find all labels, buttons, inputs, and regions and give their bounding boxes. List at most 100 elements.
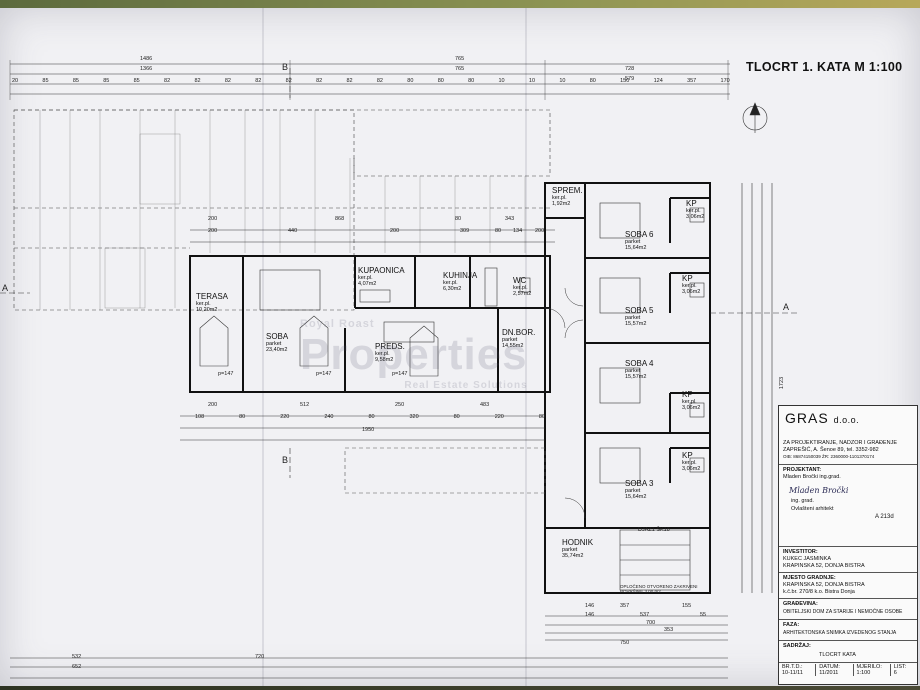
room-area: 3,06m2 (682, 405, 701, 411)
company-name: GRAS (785, 410, 829, 426)
title-block-footer: BR.T.D.: 10-11/11 DATUM: 11/2011 MJERILO… (779, 664, 917, 676)
dimension-label: 532 (72, 654, 82, 660)
room-floor: parket (266, 341, 282, 347)
dimension-label: 10 (498, 78, 505, 84)
dimension-label: 82 (316, 78, 323, 84)
room-floor: ker.pl. (686, 208, 701, 214)
drawing-title: TLOCRT 1. KATA M 1:100 (746, 60, 903, 74)
dimension-label: 1950 (362, 427, 375, 433)
dimension-label: 1723 (779, 376, 786, 390)
room-area: 3,06m2 (682, 466, 701, 472)
dimension-label: 483 (480, 402, 490, 408)
room-floor: ker.pl. (682, 399, 697, 405)
door-width-label: p=147 (316, 371, 332, 377)
door-width-label: p=147 (392, 371, 408, 377)
dimension-label: 20 (12, 78, 19, 84)
content-label: SADRŽAJ: (783, 643, 811, 649)
stair-label: DJAZ1 ŠK18 (638, 527, 670, 533)
dimension-label: 146 (585, 612, 595, 618)
room-floor: ker.pl. (682, 283, 697, 289)
dimension-label: 765 (455, 56, 465, 62)
company-address: ZAPREŠIĆ, A. Šenoe 89, tel. 3352-982 (783, 447, 879, 453)
room-name: KUHINJA (443, 271, 478, 280)
dimension-label: 55 (700, 612, 707, 618)
dimension-label: 80 (368, 414, 375, 420)
room-area: 9,58m2 (375, 357, 394, 363)
top-segment-dimensions: 20 85 85 85 85 82 82 82 82 82 82 82 82 8… (12, 78, 730, 84)
dimension-label: 200 (535, 228, 545, 234)
room-name: SOBA (266, 332, 289, 341)
dimension-label: 82 (285, 78, 292, 84)
dimension-label: 124 (653, 78, 663, 84)
dimension-label: 80 (589, 78, 596, 84)
dimension-label: 700 (646, 620, 656, 626)
dimension-label: 652 (72, 664, 82, 670)
room-floor: ker.pl. (443, 280, 458, 286)
dimension-label: 170 (720, 78, 730, 84)
room-floor: ker.pl. (682, 460, 697, 466)
signature-title: ing. grad. (791, 498, 814, 504)
signature: Mladen Bročki (789, 486, 849, 495)
dimension-label: 357 (620, 603, 630, 609)
company-ids: OIB: 86874150039 ŽR: 2360000-1101370174 (783, 454, 875, 459)
room-area: 3,06m2 (682, 289, 701, 295)
dimension-label: 85 (42, 78, 49, 84)
footer-cell: DATUM: 11/2011 (816, 664, 854, 676)
dimension-label: 868 (335, 216, 345, 222)
company-suffix: d.o.o. (833, 415, 860, 425)
section-mark: A (783, 302, 790, 312)
watermark-main: Properties (300, 330, 528, 379)
location-cadastre: k.č.br. 270/8 k.o. Bistra Donja (783, 589, 855, 595)
content-name: TLOCRT KATA (819, 652, 856, 658)
dimension-label: 85 (133, 78, 140, 84)
fold-line (525, 8, 527, 686)
footer-value: 10-11/11 (782, 670, 803, 676)
room-area: 4,07m2 (358, 281, 377, 287)
dimension-label: 82 (346, 78, 353, 84)
dimension-label: 200 (208, 216, 218, 222)
dimension-label: 537 (640, 612, 650, 618)
dimension-label: 80 (455, 216, 462, 222)
room-name: HODNIK (562, 538, 594, 547)
dimension-label: 728 (625, 66, 635, 72)
building-label: GRAĐEVINA: (783, 601, 818, 607)
phase-label: FAZA: (783, 622, 800, 628)
dimension-label: 108 (195, 414, 205, 420)
dimension-label: 80 (538, 414, 545, 420)
projektant-label: PROJEKTANT: (783, 467, 822, 473)
investitor-address: KRAPINSKA 52, DONJA BISTRA (783, 563, 865, 569)
dimension-label: 155 (682, 603, 692, 609)
room-name: SPREM. (552, 186, 583, 195)
footer-cell: LIST: 6 (891, 664, 917, 676)
footer-value: 1:100 (856, 670, 871, 676)
dimension-label: 85 (103, 78, 110, 84)
door-width-label: p=147 (218, 371, 234, 377)
company-logo: GRAS d.o.o. (785, 410, 859, 426)
room-floor: parket (562, 547, 578, 553)
dimension-label: 1486 (140, 56, 153, 62)
investitor-label: INVESTITOR: (783, 549, 818, 555)
room-area: 6,30m2 (443, 286, 462, 292)
dimension-label: 146 (585, 603, 595, 609)
room-floor: parket (502, 337, 518, 343)
footer-cell: MJERILO: 1:100 (854, 664, 891, 676)
room-name: TERASA (196, 292, 229, 301)
dimension-label: 343 (505, 216, 515, 222)
dimension-label: 750 (620, 640, 630, 646)
dimension-label: 1366 (140, 66, 153, 72)
company-description: ZA PROJEKTIRANJE, NADZOR I GRAĐENJE (783, 440, 897, 446)
room-floor: ker.pl. (358, 275, 373, 281)
dimension-label: 82 (224, 78, 231, 84)
dimension-label: 80 (239, 414, 246, 420)
room-name: KP (682, 390, 693, 399)
dimension-label: 80 (453, 414, 460, 420)
room-area: 2,57m2 (513, 291, 532, 297)
